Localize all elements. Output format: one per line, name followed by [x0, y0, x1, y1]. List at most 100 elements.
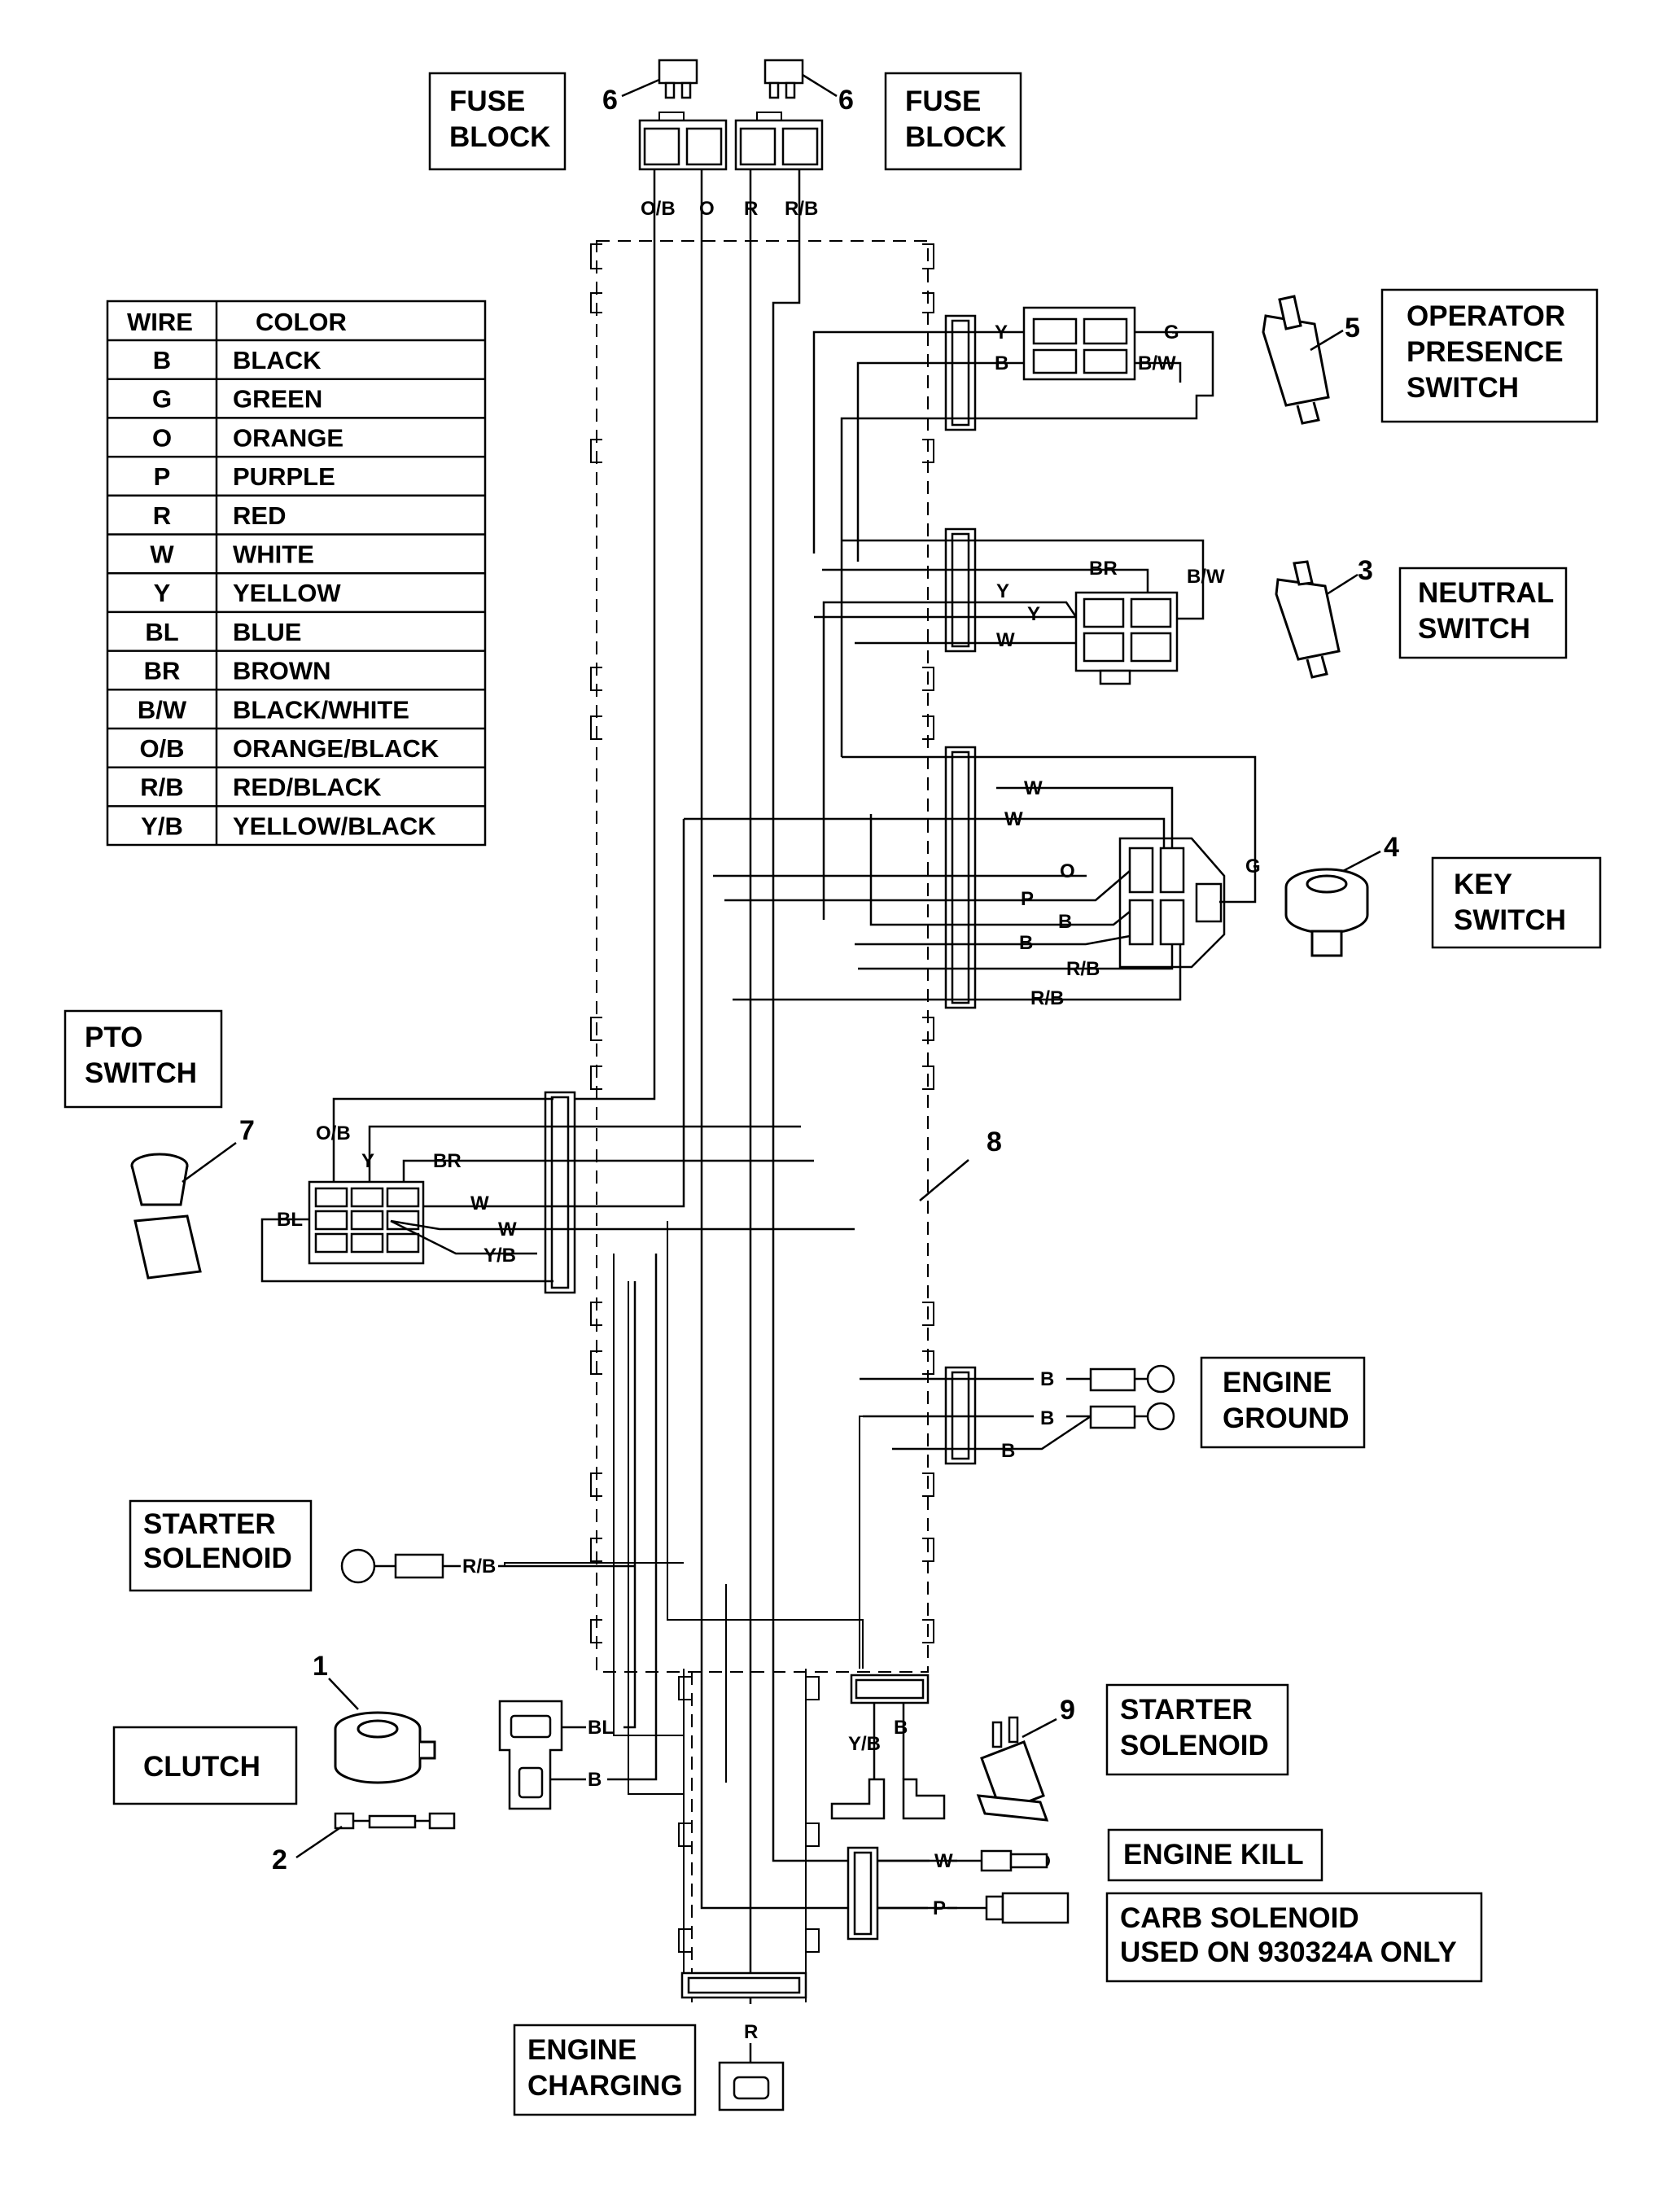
table-cell-color: ORANGE [233, 423, 343, 452]
key-switch-label: KEY SWITCH [1431, 856, 1602, 949]
wire-code-pto-w1: W [470, 1192, 489, 1214]
ops-label-line3: SWITCH [1407, 372, 1519, 404]
callout-5: 5 [1345, 313, 1360, 343]
wire-code-ek-w: W [934, 1850, 953, 1872]
clutch-connector [498, 1700, 563, 1810]
fuse-block-left-label: FUSE BLOCK [428, 72, 567, 171]
engine-kill-label: ENGINE KILL [1107, 1828, 1323, 1882]
table-cell-color: RED [233, 501, 286, 530]
table-cell-code: BR [144, 657, 181, 685]
wire-code-fuse-ob: O/B [641, 198, 676, 220]
clutch-part [328, 1678, 436, 1784]
carb-solenoid-terminal [985, 1892, 1070, 1924]
wire-code-ss2-yb: Y/B [848, 1733, 881, 1755]
carb-label-line1: CARB SOLENOID [1120, 1902, 1359, 1934]
harness-end-rail-inner [687, 1976, 801, 1994]
wire-code-carb-p: P [933, 1897, 946, 1919]
ks-label-line1: KEY [1454, 869, 1512, 900]
starter-solenoid-left-terminal [340, 1548, 635, 1584]
wire-code-cl-b: B [588, 1769, 602, 1791]
wire-code-ks-w2: W [1004, 808, 1023, 830]
wire-code-ns-w: W [996, 629, 1015, 651]
carb-label-line2: USED ON 930324A ONLY [1120, 1936, 1457, 1968]
key-switch-connector [1118, 837, 1226, 969]
table-cell-code: G [152, 385, 172, 414]
starter-solenoid-right-label: STARTER SOLENOID [1105, 1683, 1289, 1776]
wire-code-ss-rb: R/B [462, 1556, 496, 1577]
table-cell-color: BLACK/WHITE [233, 695, 409, 724]
wire-code-pto-br: BR [433, 1150, 462, 1172]
callout-9: 9 [1060, 1695, 1075, 1726]
starter-solenoid-part [976, 1716, 1057, 1822]
wire-code-ks-b2: B [1019, 932, 1033, 954]
ns-label-line1: NEUTRAL [1418, 577, 1554, 609]
pto-label-line2: SWITCH [85, 1057, 197, 1089]
table-cell-code: Y [154, 579, 171, 607]
wire-code-ks-o: O [1060, 860, 1075, 882]
engine-ground-label: ENGINE GROUND [1200, 1356, 1366, 1449]
table-cell-code: R/B [140, 773, 183, 802]
starter-solenoid-right-terminals [830, 1778, 946, 1820]
ssl-label-line2: SOLENOID [143, 1542, 292, 1574]
starter-solenoid-left-label: STARTER SOLENOID [129, 1499, 313, 1592]
table-cell-color: WHITE [233, 540, 314, 569]
ops-connector [1022, 306, 1136, 381]
engine-charging-label: ENGINE CHARGING [513, 2024, 697, 2116]
table-cell-color: GREEN [233, 385, 322, 414]
neutral-switch-label: NEUTRAL SWITCH [1398, 567, 1568, 659]
wire-code-ns-y1: Y [996, 580, 1009, 602]
ssr-label-line2: SOLENOID [1120, 1730, 1269, 1761]
fuse-right: 6 [763, 59, 854, 116]
callout-4: 4 [1384, 832, 1399, 863]
table-cell-code: O [152, 423, 172, 452]
wire-code-pto-yb: Y/B [483, 1245, 516, 1267]
trunk-wires [504, 169, 957, 2004]
table-cell-color: BROWN [233, 657, 331, 685]
operator-presence-switch-part [1262, 295, 1344, 425]
fuse-left: 6 [602, 59, 698, 116]
table-cell-color: YELLOW [233, 579, 341, 607]
clutch-label: CLUTCH [112, 1726, 298, 1805]
table-header-color: COLOR [256, 308, 347, 336]
neutral-switch-part [1275, 560, 1358, 679]
wire-code-ks-rb2: R/B [1030, 987, 1064, 1009]
wire-code-ks-g: G [1245, 855, 1261, 877]
wire-code-fuse-o: O [699, 198, 715, 220]
ks-label-line2: SWITCH [1454, 904, 1566, 936]
clutch-pigtail [295, 1812, 456, 1859]
eg-label-line1: ENGINE [1223, 1367, 1332, 1398]
table-cell-code: BL [145, 618, 178, 646]
pto-switch-part [130, 1141, 237, 1280]
ns-label-line2: SWITCH [1418, 613, 1530, 645]
operator-presence-label: OPERATOR PRESENCE SWITCH [1380, 288, 1599, 423]
ec-label-line2: CHARGING [527, 2070, 683, 2102]
wire-code-ops-bw: B/W [1138, 352, 1176, 374]
table-cell-color: BLUE [233, 618, 301, 646]
wire-code-pto-w2: W [498, 1219, 517, 1241]
wire-code-eg-b2: B [1040, 1407, 1054, 1429]
callout-7: 7 [239, 1115, 255, 1146]
engine-ground-terminals [1066, 1364, 1175, 1431]
engine-kill-label-text: ENGINE KILL [1123, 1839, 1304, 1871]
wire-code-ns-bw: B/W [1187, 566, 1225, 588]
callout-6-left: 6 [602, 85, 618, 116]
wire-code-ch-r: R [744, 2021, 758, 2043]
callout-3: 3 [1358, 555, 1373, 586]
wire-code-ks-rb1: R/B [1066, 958, 1100, 980]
wire-code-ns-y2: Y [1027, 603, 1040, 625]
ssl-label-line1: STARTER [143, 1508, 276, 1540]
eg-label-line2: GROUND [1223, 1402, 1350, 1434]
table-cell-code: P [154, 462, 171, 491]
fuse-block-left-line2: BLOCK [449, 121, 550, 153]
pto-connector [308, 1180, 425, 1265]
table-cell-code: R [153, 501, 171, 530]
ssr-label-line1: STARTER [1120, 1694, 1253, 1726]
engine-kill-terminal [980, 1849, 1050, 1872]
callout-2: 2 [272, 1844, 287, 1875]
wire-code-eg-b1: B [1040, 1368, 1054, 1390]
fuse-block-right-line2: BLOCK [905, 121, 1006, 153]
wire-code-pto-ob: O/B [316, 1122, 351, 1144]
wire-code-pto-y: Y [361, 1150, 374, 1172]
wire-code-ks-b1: B [1058, 911, 1072, 933]
